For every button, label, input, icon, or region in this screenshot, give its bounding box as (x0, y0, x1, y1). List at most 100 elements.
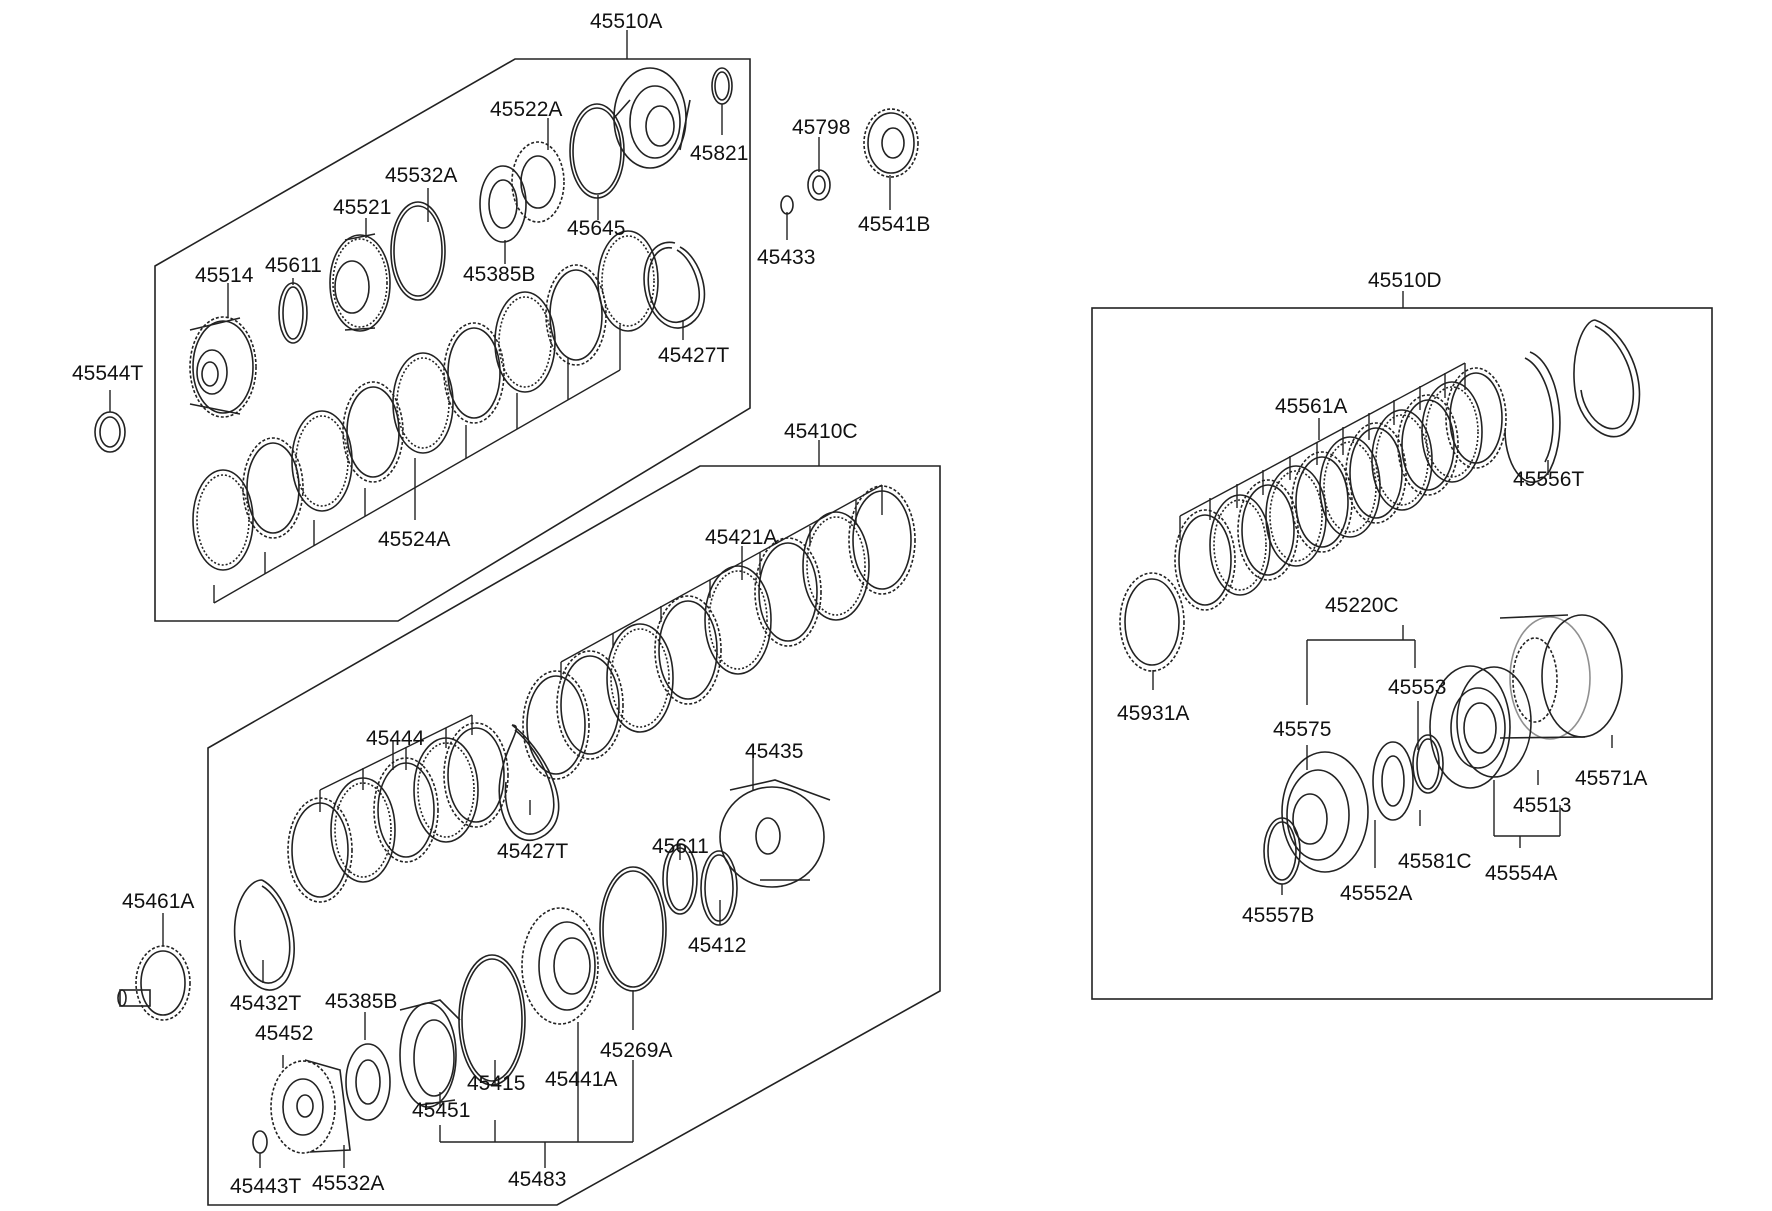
clutch-plate-45524A-2 (242, 437, 304, 539)
clutch-plate-45561A-11 (1445, 367, 1507, 469)
clutch-plate-45561A-10 (1421, 381, 1483, 483)
label-45432T: 45432T (230, 992, 301, 1015)
label-45553: 45553 (1388, 676, 1446, 699)
label-45611-mid: 45611 (652, 835, 709, 858)
one-way-clutch-45385B-bot (345, 1043, 391, 1121)
label-45575: 45575 (1273, 718, 1331, 741)
group-45510D (1091, 291, 1713, 1000)
clutch-plate-45524A-8 (545, 264, 607, 366)
label-45427T-top: 45427T (658, 344, 729, 367)
label-45556T: 45556T (1513, 468, 1584, 491)
washer-45544T (94, 411, 126, 453)
ring-45412 (700, 850, 738, 926)
label-45452: 45452 (255, 1022, 313, 1045)
leader-lines (109, 104, 1613, 1168)
carrier-45522A (511, 141, 565, 223)
label-45385B-top: 45385B (463, 263, 535, 286)
spring-retainer-45581C (1372, 741, 1414, 821)
clutch-plate-45524A-6 (443, 322, 505, 424)
shaft-gear-45461A (117, 945, 191, 1021)
clutch-plate-45524A-1 (192, 469, 254, 571)
snap-ring-45432T (233, 879, 295, 991)
group-45410C (207, 440, 941, 1206)
label-45561A: 45561A (1275, 395, 1347, 418)
label-45532A-bot: 45532A (312, 1172, 384, 1195)
snap-ring-45427T-top (643, 241, 706, 329)
label-45798: 45798 (792, 116, 850, 139)
clutch-plate-45421A-8 (522, 670, 590, 780)
clutch-plate-45524A-5 (392, 352, 454, 454)
carrier-45452 (270, 1059, 351, 1154)
retainer-45510A-cup (613, 67, 691, 169)
snap-ring-45427T-mid (498, 724, 560, 842)
ring-45645 (569, 103, 625, 199)
part-labels: 45510A 45522A 45821 45798 45532A 45521 4… (72, 10, 1647, 1198)
label-45554A: 45554A (1485, 862, 1557, 885)
clutch-plate-45561A-3 (1237, 479, 1299, 581)
snap-ring-45556T-a (1504, 351, 1561, 483)
snap-ring-45557B (1263, 817, 1301, 885)
clutch-plate-45444-1 (287, 797, 353, 903)
label-45220C: 45220C (1325, 594, 1399, 617)
label-45821: 45821 (690, 142, 748, 165)
label-45645: 45645 (567, 217, 625, 240)
clutch-plate-45524A-3 (291, 410, 353, 512)
label-45443T: 45443T (230, 1175, 301, 1198)
label-45581C: 45581C (1398, 850, 1472, 873)
label-45510A: 45510A (590, 10, 662, 33)
clutch-plate-45421A-2 (606, 623, 674, 733)
clutch-plate-45421A-6 (802, 511, 870, 621)
label-45931A: 45931A (1117, 702, 1189, 725)
seal-ring-45532A-top (390, 201, 446, 301)
snap-ring-45611-top (278, 282, 308, 344)
piston-45575 (1281, 751, 1369, 873)
label-45524A: 45524A (378, 528, 450, 551)
seal-45553 (1412, 734, 1444, 794)
one-way-clutch-45385B (479, 165, 527, 243)
snap-ring-45443T (252, 1130, 268, 1154)
clutch-plate-45444-2 (330, 777, 396, 883)
label-45514: 45514 (195, 264, 254, 287)
label-45557B: 45557B (1242, 904, 1314, 927)
label-45571A: 45571A (1575, 767, 1647, 790)
label-45435: 45435 (745, 740, 803, 763)
label-45513: 45513 (1513, 794, 1571, 817)
ring-45269A (599, 866, 667, 992)
label-45544T: 45544T (72, 362, 143, 385)
label-45385B-bot: 45385B (325, 990, 397, 1013)
label-45433: 45433 (757, 246, 815, 269)
label-45521: 45521 (333, 196, 391, 219)
housing-45513 (1429, 665, 1532, 789)
snap-ring-45821 (711, 67, 733, 105)
gear-45514 (189, 316, 257, 418)
label-45611-top: 45611 (265, 254, 322, 277)
clutch-plate-45421A-5 (754, 537, 822, 647)
label-45552A: 45552A (1340, 882, 1412, 905)
clutch-plate-45421A-1 (556, 650, 624, 760)
label-45510D: 45510D (1368, 269, 1442, 292)
clutch-plate-45561A-9 (1397, 394, 1459, 496)
clutch-plate-45561A-2 (1209, 494, 1271, 596)
seal-45415 (458, 954, 526, 1086)
label-45461A: 45461A (122, 890, 194, 913)
label-45451: 45451 (412, 1099, 470, 1122)
label-45444: 45444 (366, 727, 425, 750)
group-45410C-frame (207, 465, 941, 1206)
label-45541B: 45541B (858, 213, 930, 236)
clutch-plate-45561A-1 (1174, 509, 1236, 611)
snap-ring-45556T-b (1573, 319, 1641, 438)
drum-45571A (1499, 614, 1623, 740)
label-45412: 45412 (688, 934, 746, 957)
label-45415: 45415 (467, 1072, 525, 1095)
clutch-drum-45435 (719, 779, 831, 888)
label-45483: 45483 (508, 1168, 566, 1191)
label-45421A: 45421A (705, 526, 777, 549)
snap-ring-45433 (780, 195, 794, 215)
clutch-plate-45524A-9 (597, 230, 659, 332)
label-45427T-mid: 45427T (497, 840, 568, 863)
clutch-plate-45421A-4 (704, 565, 772, 675)
group-45510D-frame (1091, 307, 1713, 1000)
group-45510A (154, 30, 751, 622)
label-45441A: 45441A (545, 1068, 617, 1091)
